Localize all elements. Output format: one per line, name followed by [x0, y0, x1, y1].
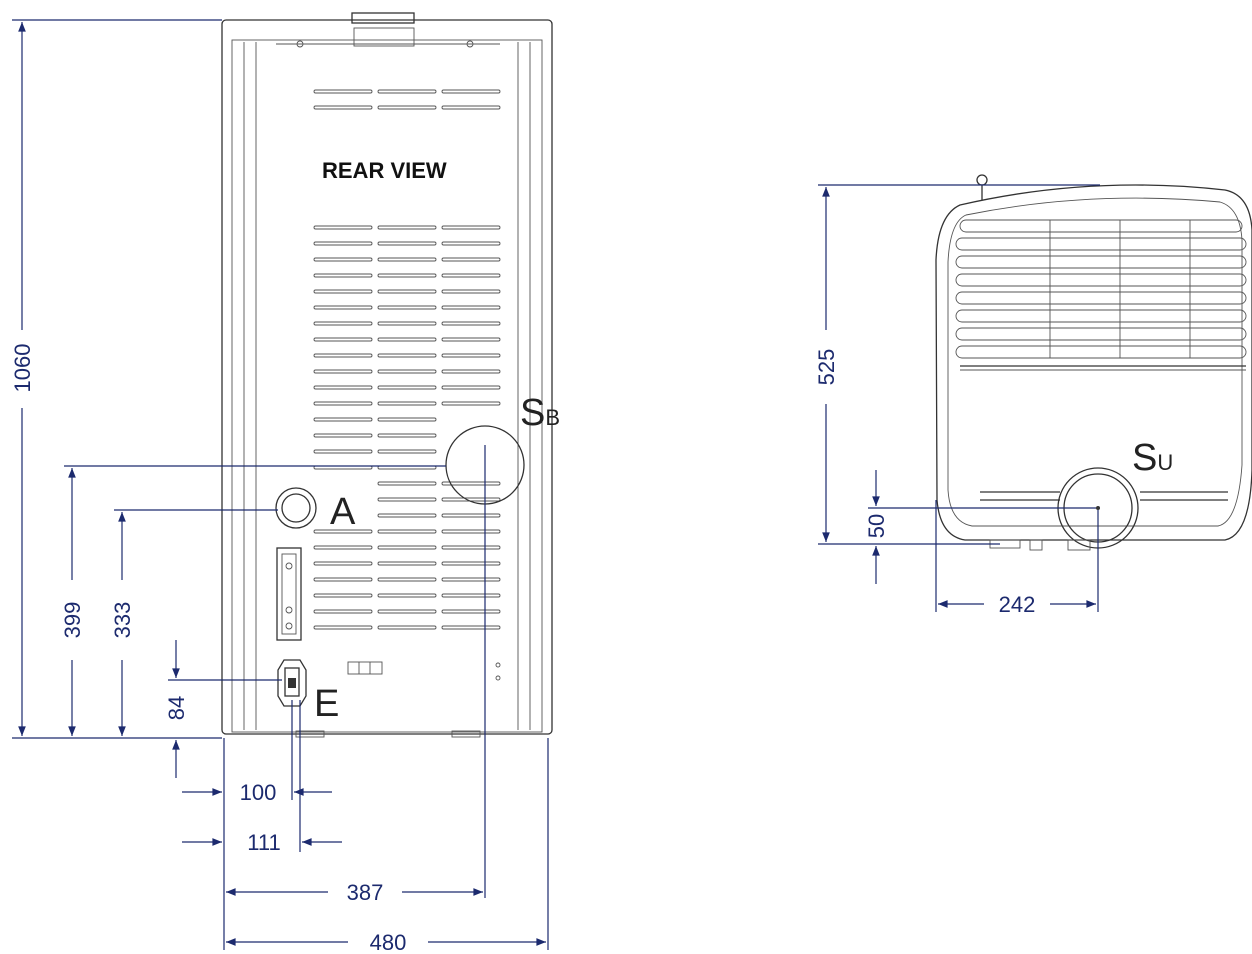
rear-view-title: REAR VIEW — [322, 158, 447, 183]
rear-view-drawing — [221, 12, 553, 738]
rear-view-dimensions — [12, 19, 549, 950]
top-view-grille — [955, 219, 1247, 359]
su-label-sub: U — [1157, 450, 1173, 475]
e-label: E — [314, 683, 339, 725]
dim-sb-x-387: 387 — [347, 880, 384, 905]
top-view-drawing — [935, 174, 1252, 551]
rear-vent-slots-top — [313, 89, 501, 110]
top-view-outline — [935, 184, 1252, 541]
a-intake-inner — [281, 493, 311, 523]
dim-e-x-100: 100 — [240, 780, 277, 805]
rear-vent-slots — [313, 225, 501, 630]
dim-depth-525: 525 — [814, 349, 839, 386]
a-label: A — [330, 491, 356, 533]
sb-label-sub: B — [545, 405, 560, 430]
dim-su-height-50: 50 — [864, 514, 889, 538]
top-view-dimensions — [818, 184, 1100, 612]
dim-a-height-333: 333 — [110, 602, 135, 639]
control-panel — [276, 547, 302, 641]
e-switch — [347, 661, 383, 675]
dim-e-x-111: 111 — [247, 830, 280, 855]
dim-su-x-242: 242 — [999, 592, 1036, 617]
sb-label: SB — [520, 392, 560, 434]
dim-height-1060: 1060 — [10, 344, 35, 393]
a-intake-outer — [275, 487, 317, 529]
dim-sb-height-399: 399 — [60, 602, 85, 639]
su-label: SU — [1132, 437, 1173, 479]
top-knob — [976, 174, 988, 186]
dim-e-height-84: 84 — [164, 696, 189, 720]
dim-width-480: 480 — [370, 930, 407, 954]
su-label-main: S — [1132, 437, 1157, 479]
sb-label-main: S — [520, 392, 545, 434]
